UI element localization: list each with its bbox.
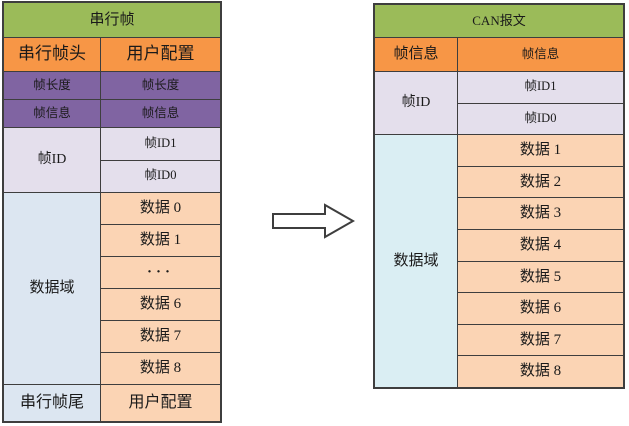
serial-frame-footer-row: 串行帧尾 用户配置 <box>4 384 220 421</box>
frame-id-cells: 帧ID1 帧ID0 <box>101 128 220 192</box>
data-cell-1: 数据 1 <box>101 224 220 256</box>
can-data-field-cells: 数据 1 数据 2 数据 3 数据 4 数据 5 数据 6 数据 7 数据 8 <box>458 135 623 387</box>
can-data-cell-5: 数据 5 <box>458 260 623 293</box>
data-cell-7: 数据 7 <box>101 320 220 352</box>
can-data-cell-4: 数据 4 <box>458 228 623 261</box>
data-field-cells: 数据 0 数据 1 ··· 数据 6 数据 7 数据 8 <box>101 193 220 384</box>
frame-info-cell: 帧信息 <box>4 100 101 127</box>
serial-frame-header-cell: 串行帧头 <box>4 38 101 71</box>
frame-length-cell: 帧长度 <box>4 72 101 99</box>
can-frame-info-row: 帧信息 帧信息 <box>375 37 623 71</box>
can-frame-id1-cell: 帧ID1 <box>458 72 623 103</box>
frame-info-value: 帧信息 <box>101 100 220 127</box>
frame-id-group: 帧ID 帧ID1 帧ID0 <box>4 127 220 192</box>
frame-info-row: 帧信息 帧信息 <box>4 99 220 127</box>
can-data-cell-7: 数据 7 <box>458 323 623 356</box>
can-data-field-group: 数据域 数据 1 数据 2 数据 3 数据 4 数据 5 数据 6 数据 7 数… <box>375 134 623 387</box>
data-cell-ellipsis: ··· <box>101 256 220 288</box>
can-data-cell-2: 数据 2 <box>458 165 623 198</box>
frame-id0-cell: 帧ID0 <box>101 159 220 192</box>
can-data-field-label: 数据域 <box>375 135 458 387</box>
data-cell-8: 数据 8 <box>101 352 220 384</box>
can-frame-id0-cell: 帧ID0 <box>458 102 623 134</box>
frame-length-row: 帧长度 帧长度 <box>4 71 220 99</box>
serial-frame-title: 串行帧 <box>4 3 220 37</box>
can-message-title-row: CAN报文 <box>375 5 623 37</box>
can-data-cell-1: 数据 1 <box>458 135 623 166</box>
transform-arrow-icon <box>271 203 356 239</box>
can-message-table: CAN报文 帧信息 帧信息 帧ID 帧ID1 帧ID0 数据域 数据 1 数据 … <box>373 3 625 389</box>
can-data-cell-6: 数据 6 <box>458 292 623 324</box>
serial-frame-tail-cell: 串行帧尾 <box>4 385 101 421</box>
can-frame-id-label: 帧ID <box>375 72 458 134</box>
serial-frame-header-value: 用户配置 <box>101 38 220 71</box>
serial-frame-title-row: 串行帧 <box>4 3 220 37</box>
data-cell-0: 数据 0 <box>101 193 220 224</box>
frame-length-value: 帧长度 <box>101 72 220 99</box>
can-frame-id-cells: 帧ID1 帧ID0 <box>458 72 623 134</box>
can-frame-info-cell: 帧信息 <box>375 38 458 71</box>
data-field-group: 数据域 数据 0 数据 1 ··· 数据 6 数据 7 数据 8 <box>4 192 220 384</box>
can-frame-info-value: 帧信息 <box>458 38 623 71</box>
data-field-label: 数据域 <box>4 193 101 384</box>
can-data-cell-3: 数据 3 <box>458 197 623 229</box>
frame-id-label: 帧ID <box>4 128 101 192</box>
serial-frame-tail-value: 用户配置 <box>101 385 220 421</box>
data-cell-6: 数据 6 <box>101 288 220 320</box>
can-data-cell-8: 数据 8 <box>458 355 623 387</box>
can-frame-id-group: 帧ID 帧ID1 帧ID0 <box>375 71 623 134</box>
serial-frame-header-row: 串行帧头 用户配置 <box>4 37 220 71</box>
frame-id1-cell: 帧ID1 <box>101 128 220 160</box>
can-message-title: CAN报文 <box>375 5 623 37</box>
serial-frame-table: 串行帧 串行帧头 用户配置 帧长度 帧长度 帧信息 帧信息 帧ID 帧ID1 帧… <box>2 1 222 423</box>
